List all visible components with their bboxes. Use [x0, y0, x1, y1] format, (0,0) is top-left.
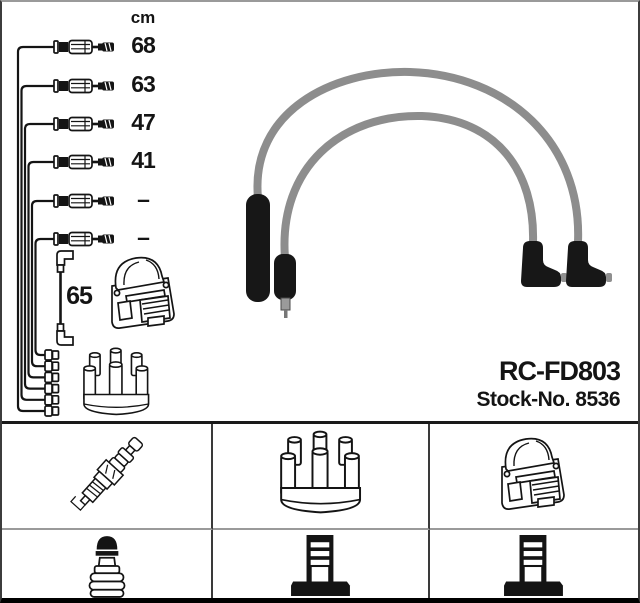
- plug-terminal-nut-icon: [88, 535, 125, 598]
- cable-length-label: 41: [131, 147, 156, 173]
- distributor-tower-terminal-icon: [290, 534, 350, 596]
- ignition-coil-drawing: [111, 256, 175, 329]
- unit-label: cm: [130, 8, 156, 27]
- cable-set-photo: [246, 67, 612, 318]
- cable-length-label: 63: [131, 71, 156, 97]
- angle-boot: [521, 241, 567, 287]
- cable-length-label: –: [137, 224, 150, 250]
- stock-number: Stock-No. 8536: [476, 388, 620, 411]
- coil-wire-length-label: 65: [66, 282, 93, 310]
- cable-connector-icon: [52, 39, 116, 247]
- distributor-end-connector: [274, 254, 296, 318]
- fitment-table: [2, 421, 638, 598]
- distributor-cap-drawing: [83, 347, 150, 416]
- coil-wire-icon: [56, 250, 74, 346]
- coil-tower-terminal-icon: [504, 534, 563, 596]
- ignition-coil-icon: [501, 437, 565, 510]
- table-cell-distributor-terminal: [213, 530, 430, 598]
- part-number: RC-FD803: [498, 356, 621, 386]
- cable-length-label: 68: [131, 32, 156, 58]
- cable-length-label: 47: [131, 109, 156, 135]
- table-cell-distributor-cap: [213, 424, 430, 530]
- angle-boot: [566, 241, 612, 287]
- ignition-cables: [253, 67, 583, 262]
- distributor-cap-icon: [279, 430, 361, 514]
- straight-boot: [246, 194, 270, 302]
- table-cell-plug-terminal: [2, 530, 213, 598]
- cable-schematic: [16, 39, 175, 417]
- cable-length-label: –: [137, 186, 150, 212]
- cable-bundle-lines: [16, 45, 54, 413]
- bundle-terminal-icon: [44, 349, 60, 417]
- table-cell-spark-plug: [2, 424, 213, 530]
- table-cell-ignition-coil: [430, 424, 638, 530]
- spark-plug-icon: [69, 436, 143, 511]
- table-cell-coil-terminal: [430, 530, 638, 598]
